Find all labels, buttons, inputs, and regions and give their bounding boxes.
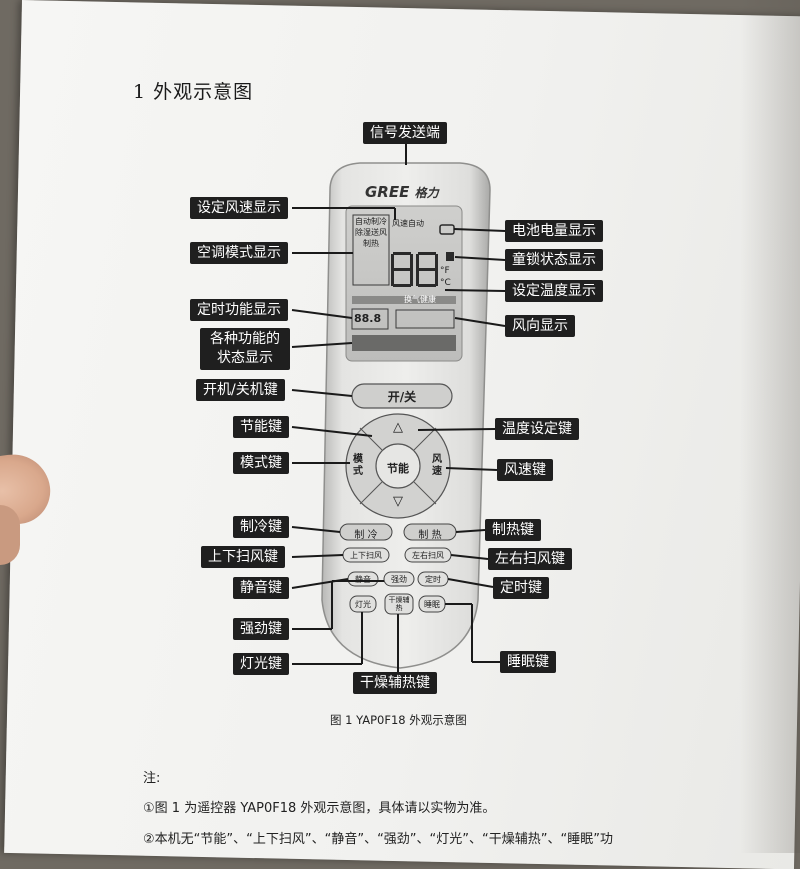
callout-turbo-key: 强劲键 [233,618,289,640]
lcd-panel [345,205,463,362]
timer-button[interactable]: 定时 [425,575,441,584]
callout-timer-key: 定时键 [493,577,549,599]
callout-child-lock-display: 童锁状态显示 [505,249,603,271]
turbo-button-shape [383,571,415,587]
callout-heat-key: 制热键 [485,519,541,541]
cool-button[interactable]: 制 冷 [354,530,378,541]
swing-ud-button[interactable]: 上下扫风 [350,551,382,560]
callout-ac-mode-display: 空调模式显示 [190,242,288,264]
lcd-unit-f: °F [440,266,450,276]
dry-button[interactable]: 干燥辅热 [388,596,410,612]
lcd-unit-c: °C [440,278,451,288]
callout-swing-leftright-key: 左右扫风键 [488,548,572,570]
lcd-mode-column [352,214,390,286]
brand-logo: GREE 格力 [365,183,439,201]
quiet-button[interactable]: 静音 [355,575,371,584]
lcd-status-row [352,296,456,304]
sleep-button[interactable]: 睡眠 [424,600,440,609]
mode-button[interactable]: 模式 [353,454,363,477]
section-heading: 1 外观示意图 [133,81,254,103]
light-button[interactable]: 灯光 [355,600,371,609]
callout-dry-heat-key: 干燥辅热键 [353,672,437,694]
lcd-mode-text: 自动制冷除湿送风制热 [355,217,387,248]
brand-suffix: 格力 [414,186,439,200]
dpad-center [375,443,421,489]
callout-cool-key: 制冷键 [233,516,289,538]
callout-fan-key: 风速键 [497,459,553,481]
lcd-function-row [352,335,456,351]
figure-caption: 图 1 YAP0F18 外观示意图 [330,713,467,727]
lcd-lock-icon [446,252,454,261]
turbo-button[interactable]: 强劲 [391,575,407,584]
swing-lr-button[interactable]: 左右扫风 [412,551,444,560]
lcd-timer-box [351,308,389,330]
down-button[interactable]: ▽ [393,494,403,509]
lcd-timer-text: 88.8 [354,312,382,325]
lcd-big-digits [391,252,438,287]
callout-sleep-key: 睡眠键 [500,651,556,673]
callout-temp-set-key: 温度设定键 [495,418,579,440]
callout-set-temp-display: 设定温度显示 [505,280,603,302]
callout-quiet-key: 静音键 [233,577,289,599]
callout-timer-display: 定时功能显示 [190,299,288,321]
callout-battery-display: 电池电量显示 [505,220,603,242]
lcd-fan-text: 风速自动 [392,219,424,228]
callout-light-key: 灯光键 [233,653,289,675]
heat-button[interactable]: 制 热 [418,530,442,541]
callout-wind-direction-display: 风向显示 [505,315,575,337]
notes-title: 注: [143,771,161,786]
note-line-2: ②本机无“节能”、“上下扫风”、“静音”、“强劲”、“灯光”、“干燥辅热”、“睡… [143,832,613,847]
hand-palm [0,505,20,565]
up-button[interactable]: △ [393,420,403,435]
background-shadow [740,0,800,853]
fan-button[interactable]: 风速 [432,454,442,477]
lcd-wind-dir-box [395,309,455,329]
callout-power-key: 开机/关机键 [196,379,285,401]
energy-button[interactable]: 节能 [387,462,409,475]
note-line-1: ①图 1 为遥控器 YAP0F18 外观示意图，具体请以实物为准。 [143,801,496,816]
callout-function-status-display: 各种功能的状态显示 [200,328,290,370]
callout-fan-speed-display: 设定风速显示 [190,197,288,219]
callout-swing-updown-key: 上下扫风键 [201,546,285,568]
brand-text: GREE [365,183,410,201]
callout-signal-emitter: 信号发送端 [363,122,447,144]
power-button[interactable]: 开/关 [387,390,417,404]
callout-mode-key: 模式键 [233,452,289,474]
lcd-status-text: 换气健康 [404,295,436,304]
callout-energy-save-key: 节能键 [233,416,289,438]
